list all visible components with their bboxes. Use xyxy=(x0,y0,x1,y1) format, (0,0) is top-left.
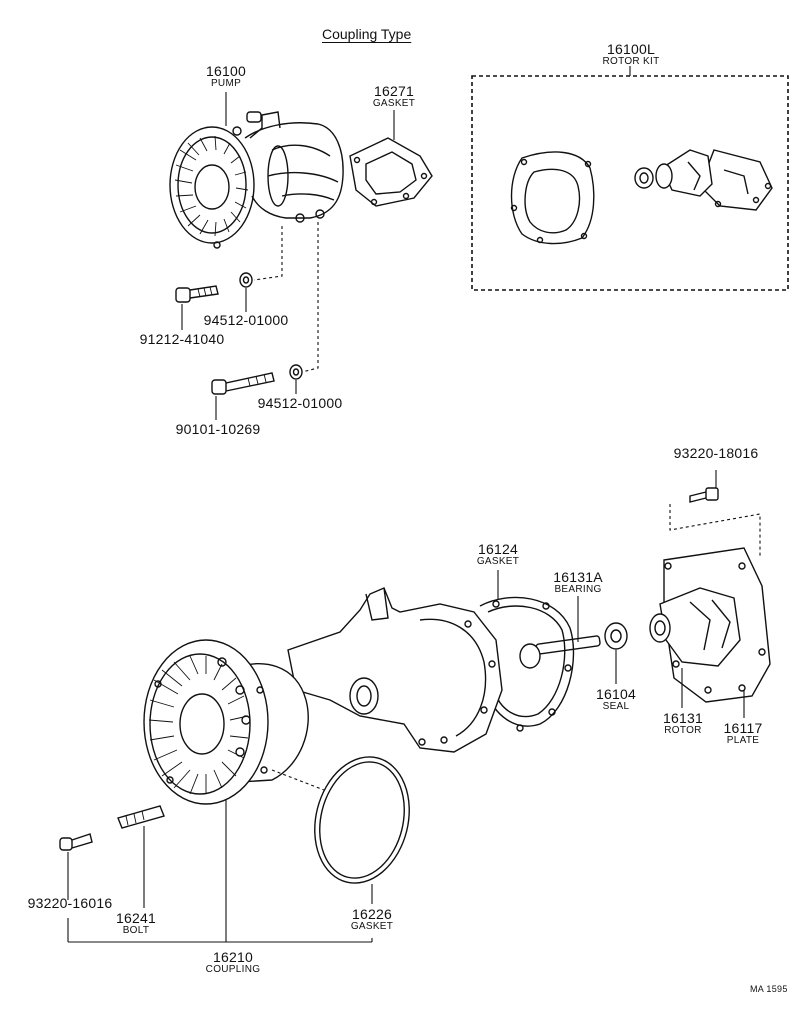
part-number: 93220-16016 xyxy=(27,895,113,911)
part-number: 16131 xyxy=(663,710,703,726)
bearing-drawing xyxy=(519,596,601,669)
washer-a-drawing xyxy=(239,272,253,288)
kit-name: ROTOR KIT xyxy=(602,56,660,67)
part-number: 16100 xyxy=(206,63,246,79)
part-label-gasket-ring: 16226 GASKET xyxy=(336,907,408,932)
part-number: 16210 xyxy=(213,949,253,965)
kit-label: 16100L ROTOR KIT xyxy=(588,42,674,67)
rotor-kit-seal-drawing xyxy=(634,167,654,189)
part-number: 16104 xyxy=(596,686,636,702)
coupling-drawing xyxy=(143,639,309,805)
part-label-coupling: 16210 COUPLING xyxy=(192,950,274,975)
part-label-screw-plate: 93220-18016 xyxy=(664,446,768,460)
diagram-title: Coupling Type xyxy=(322,26,412,42)
part-number: 16124 xyxy=(478,541,518,557)
body-gasket-drawing xyxy=(479,570,575,732)
part-label-bolt-coupling: 16241 BOLT xyxy=(110,911,162,936)
rotor-kit-gasket-drawing xyxy=(510,151,595,245)
part-label-bearing: 16131A BEARING xyxy=(542,570,614,595)
part-label-gasket-body: 16124 GASKET xyxy=(462,542,534,567)
part-name: BEARING xyxy=(554,584,602,595)
guide-line-coupling xyxy=(271,769,325,791)
part-number: 90101-10269 xyxy=(175,421,261,437)
washer-b-drawing xyxy=(289,364,303,380)
bolt-long-drawing xyxy=(211,372,275,395)
part-number: 16226 xyxy=(352,906,392,922)
part-name: COUPLING xyxy=(205,964,261,975)
part-label-bolt-short: 91212-41040 xyxy=(132,332,232,346)
part-number: 91212-41040 xyxy=(139,331,225,347)
part-label-washer-a: 94512-01000 xyxy=(196,313,296,327)
pump-drawing xyxy=(169,111,344,249)
guide-line-screw-plate xyxy=(669,504,761,558)
bolt-short-drawing xyxy=(175,285,219,303)
gasket-top-drawing xyxy=(349,137,433,207)
top-leader-lines xyxy=(181,92,395,420)
part-number: 94512-01000 xyxy=(257,395,343,411)
part-label-plate: 16117 PLATE xyxy=(714,721,772,746)
part-label-bolt-long: 90101-10269 xyxy=(168,422,268,436)
guide-line-washer-b xyxy=(301,222,319,373)
part-name: GASKET xyxy=(476,556,520,567)
rotor-drawing xyxy=(649,587,741,667)
rotor-kit-rotor-plate-drawing xyxy=(655,149,773,211)
part-label-gasket-top: 16271 GASKET xyxy=(358,84,430,109)
part-number: 16271 xyxy=(374,83,414,99)
part-name: GASKET xyxy=(350,921,394,932)
guide-line-washer-a xyxy=(253,226,283,281)
part-name: PLATE xyxy=(726,735,760,746)
part-name: SEAL xyxy=(602,701,630,712)
part-number: 94512-01000 xyxy=(203,312,289,328)
part-label-seal: 16104 SEAL xyxy=(588,687,644,712)
part-label-screw-coupling: 93220-16016 xyxy=(18,896,122,910)
part-label-pump: 16100 PUMP xyxy=(190,64,262,89)
drawing-code: MA 1595 xyxy=(750,984,788,994)
screw-plate-drawing xyxy=(689,470,719,503)
part-name: GASKET xyxy=(372,98,416,109)
bottom-leader-lines xyxy=(67,668,745,943)
kit-number: 16100L xyxy=(607,41,655,57)
part-name: BOLT xyxy=(122,925,150,936)
part-number: 16241 xyxy=(116,910,156,926)
part-number: 93220-18016 xyxy=(673,445,759,461)
bolt-coupling-drawing xyxy=(117,805,165,908)
part-number: 16131A xyxy=(553,569,603,585)
part-number: 16117 xyxy=(723,720,763,736)
part-label-rotor: 16131 ROTOR xyxy=(654,711,712,736)
pump-body-drawing xyxy=(287,587,503,753)
part-name: PUMP xyxy=(210,78,242,89)
screw-coupling-drawing xyxy=(59,833,93,900)
part-label-washer-b: 94512-01000 xyxy=(250,396,350,410)
seal-drawing xyxy=(604,622,628,684)
part-name: ROTOR xyxy=(664,725,702,736)
ring-gasket-drawing xyxy=(314,756,410,904)
